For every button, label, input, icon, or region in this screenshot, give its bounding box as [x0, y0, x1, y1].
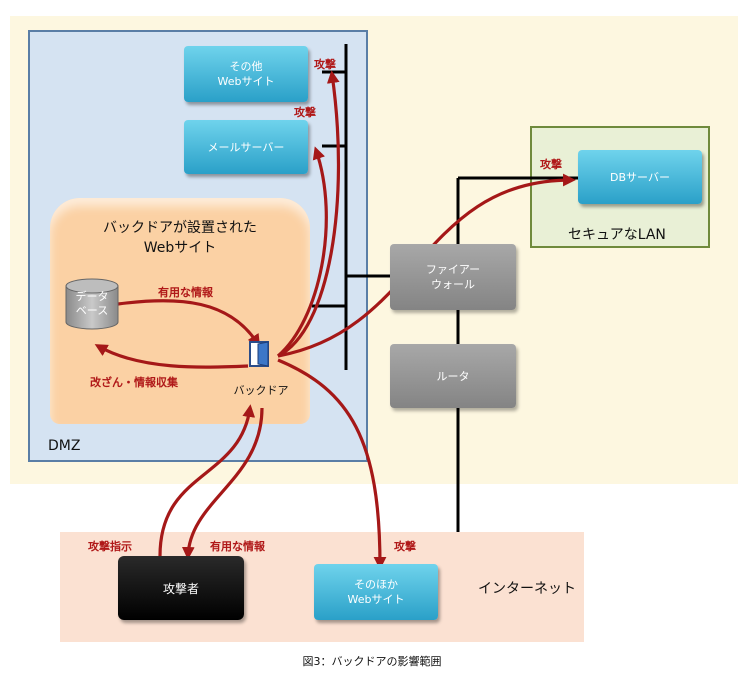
- firewall-node: ファイアー ウォール: [390, 244, 516, 310]
- attack-instruction-label: 攻撃指示: [88, 540, 132, 553]
- arrow-attacker-instruction: [158, 404, 256, 557]
- arrow-backdoor-mail: [276, 146, 328, 358]
- internet-label: インターネット: [478, 581, 576, 597]
- attack-label-other-web: 攻撃: [314, 58, 336, 71]
- figure-caption: 図3：バックドアの影響範囲: [302, 655, 442, 668]
- internet-website-node: そのほか Webサイト: [314, 564, 438, 620]
- database-node: データ ベース: [64, 278, 120, 330]
- useful-info-label-attacker: 有用な情報: [210, 540, 265, 553]
- attack-label-internet: 攻撃: [394, 540, 416, 553]
- database-label: データ ベース: [75, 290, 109, 317]
- arrow-backdoor-tamper: [94, 344, 249, 369]
- db-server-node: DBサーバー: [578, 150, 702, 204]
- attack-label-db: 攻撃: [540, 158, 562, 171]
- arrow-db-backdoor: [117, 299, 261, 348]
- secure-lan-label: セキュアなLAN: [568, 227, 666, 243]
- mail-server-node: メールサーバー: [184, 120, 308, 174]
- attacker-node: 攻撃者: [118, 556, 244, 620]
- other-website-node: その他 Webサイト: [184, 46, 308, 102]
- attack-arrows: [94, 70, 576, 570]
- database-cylinder-icon: [65, 278, 119, 330]
- arrow-backdoor-otherweb: [277, 70, 341, 358]
- useful-info-label-db: 有用な情報: [158, 286, 213, 299]
- backdoor-icon: [248, 340, 272, 368]
- backdoor-label: バックドア: [233, 384, 289, 397]
- attack-label-mail: 攻撃: [294, 106, 316, 119]
- backdoor-site-title: バックドアが設置された Webサイト: [103, 220, 257, 256]
- dmz-label: DMZ: [48, 438, 81, 454]
- tamper-collect-label: 改ざん・情報収集: [90, 376, 178, 389]
- router-node: ルータ: [390, 344, 516, 408]
- arrow-useful-to-attacker: [181, 407, 264, 560]
- arrow-backdoor-internet: [277, 358, 387, 570]
